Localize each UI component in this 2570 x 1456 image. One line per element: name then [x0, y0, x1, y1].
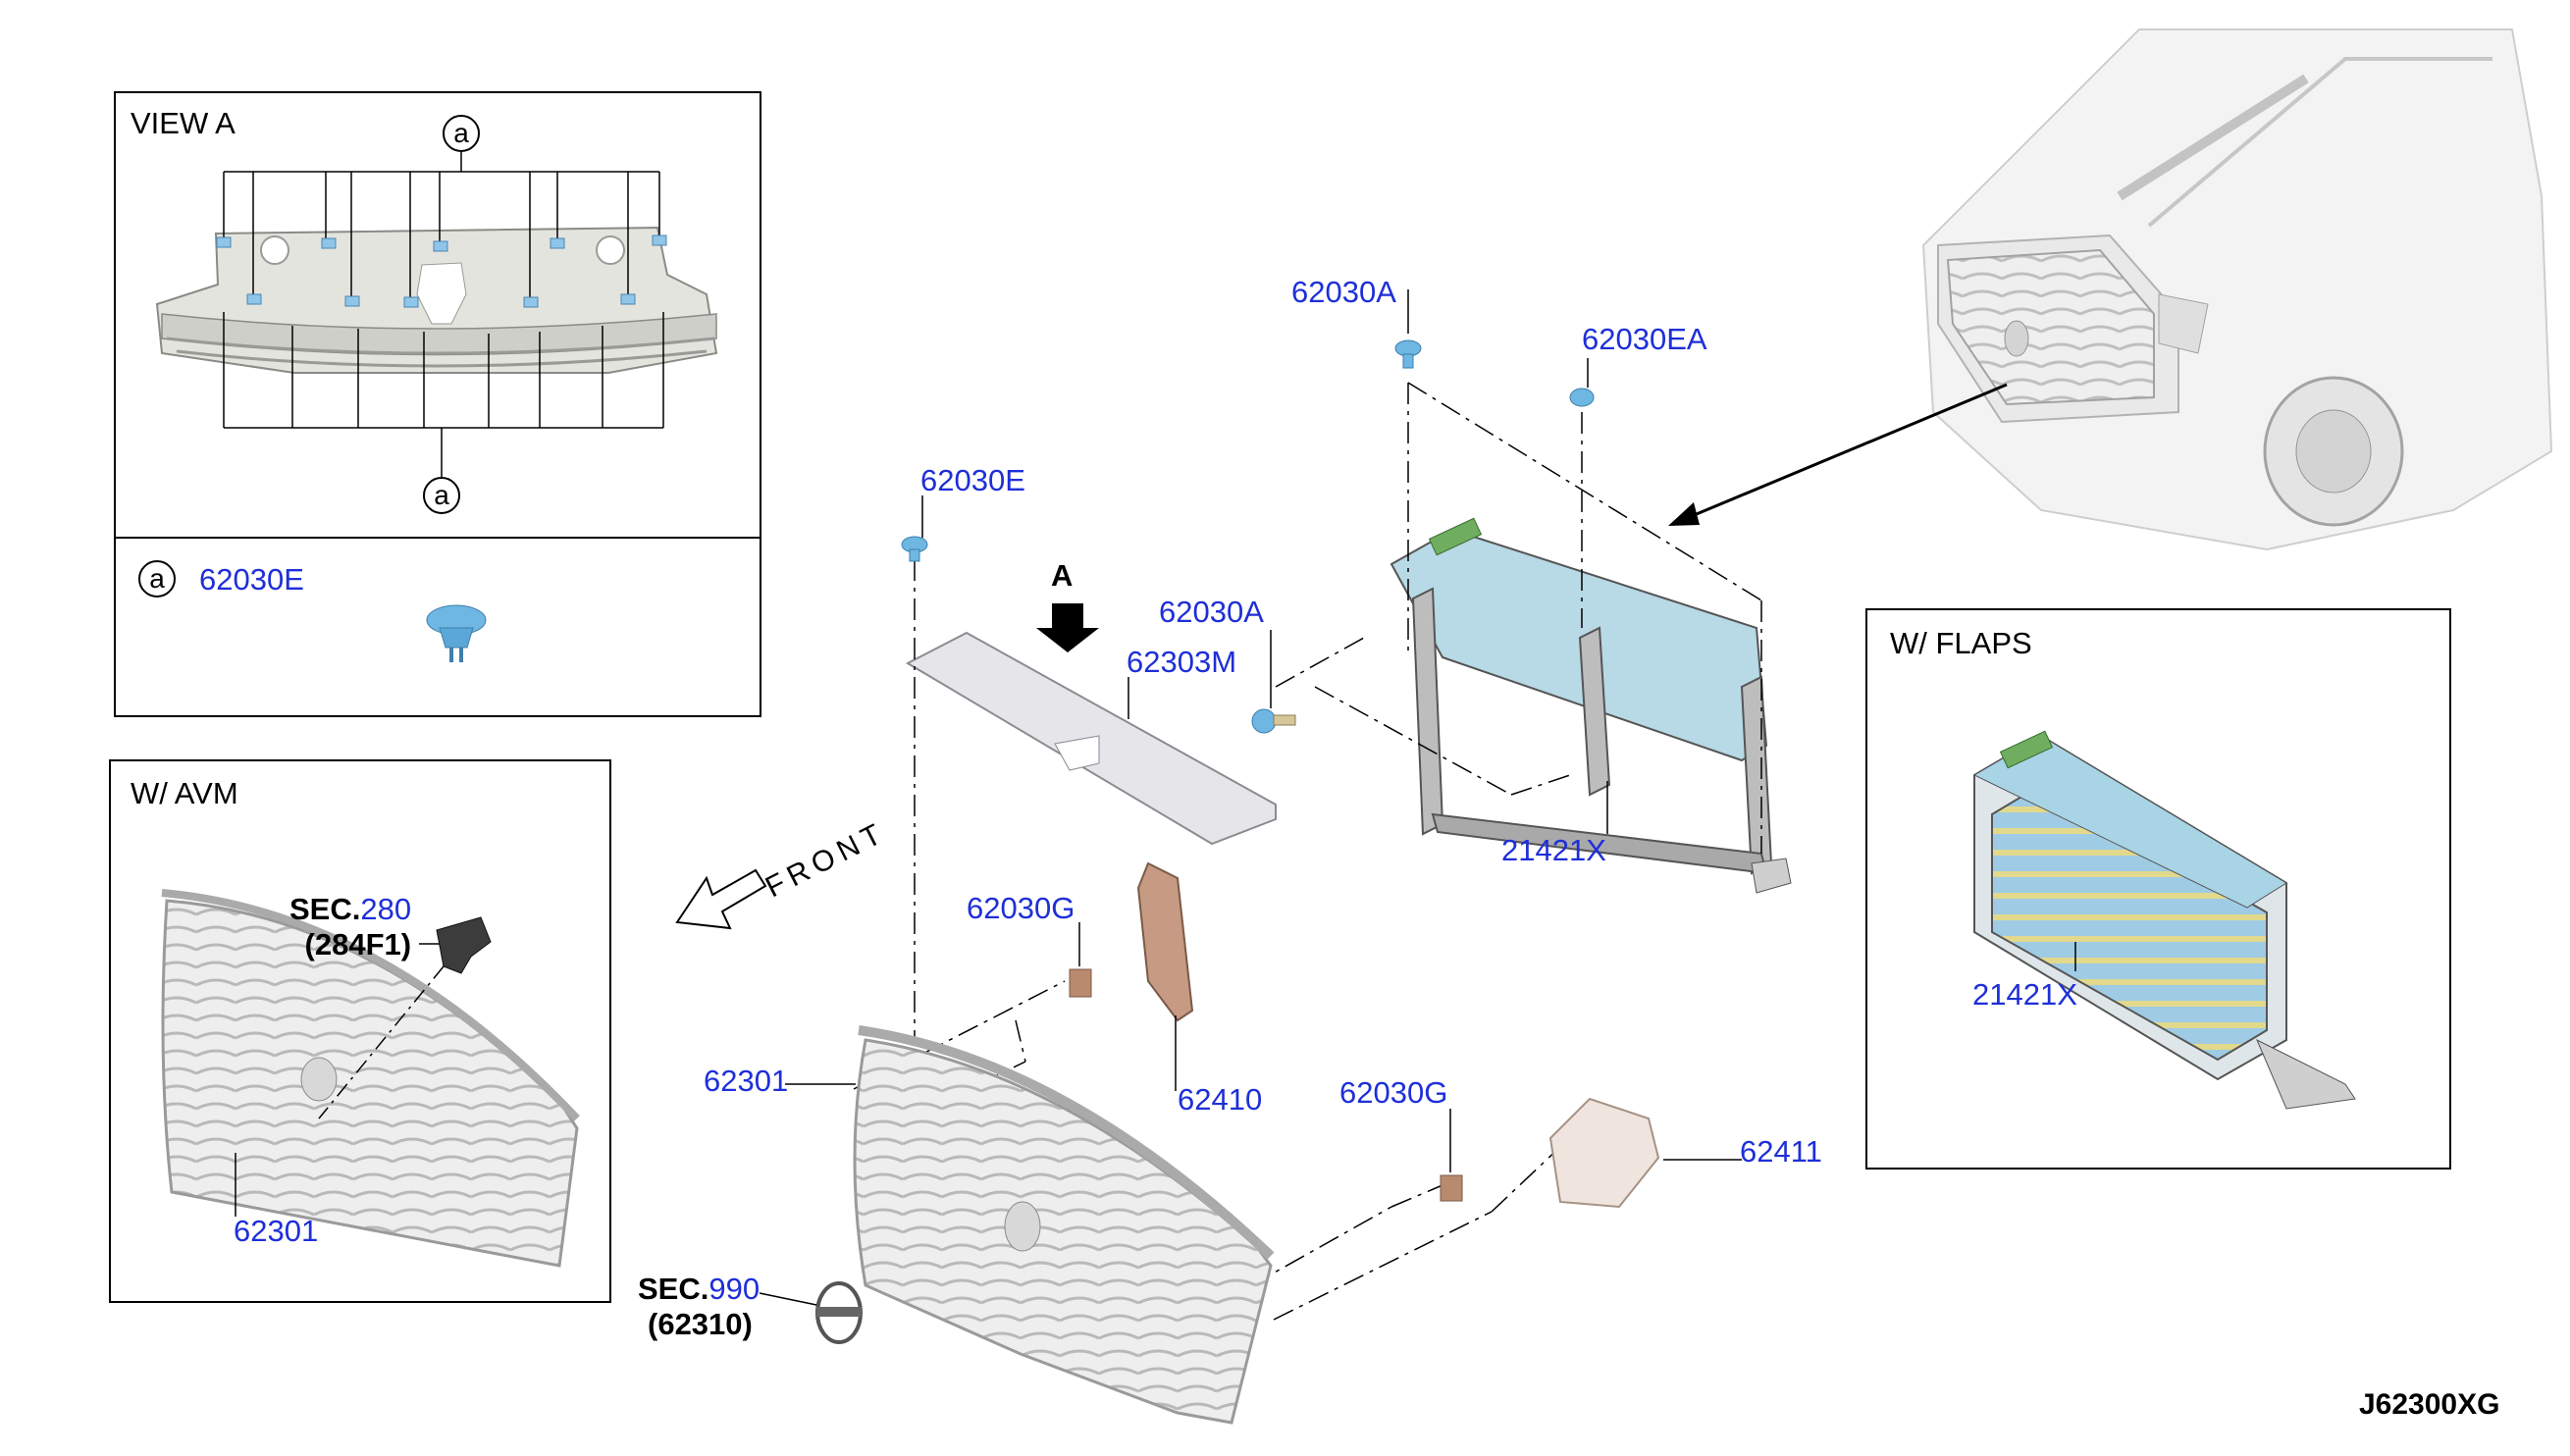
seal-right-art [1548, 1097, 1742, 1209]
part-number-62301-avm[interactable]: 62301 [234, 1214, 319, 1248]
callout-a-bottom: a [423, 477, 460, 514]
main-grille-art [853, 1025, 1275, 1425]
sec-number: 990 [708, 1272, 761, 1306]
w-avm-title: W/ AVM [131, 776, 238, 810]
clip-art [901, 289, 1595, 1202]
sec-280-reference[interactable]: SEC.280 (284F1) [289, 892, 411, 962]
sec-prefix: SEC. [638, 1272, 709, 1306]
w-flaps-title: W/ FLAPS [1890, 626, 2032, 660]
view-a-panel [114, 91, 761, 717]
diagram-code: J62300XG [2359, 1388, 2500, 1421]
w-flaps-panel [1865, 608, 2451, 1170]
part-number-62410[interactable]: 62410 [1178, 1082, 1263, 1117]
part-number-62303m[interactable]: 62303M [1127, 645, 1237, 679]
part-number-62030e-legend[interactable]: 62030E [199, 562, 304, 597]
sec-prefix: SEC. [289, 892, 361, 926]
sec-990-reference[interactable]: SEC.990 (62310) [638, 1272, 760, 1341]
part-number-62030a-top[interactable]: 62030A [1291, 275, 1396, 309]
seal-left-art [1136, 861, 1194, 1091]
part-number-62030g-left[interactable]: 62030G [967, 891, 1075, 925]
emblem-art [759, 1281, 863, 1344]
part-number-62301[interactable]: 62301 [704, 1064, 789, 1098]
part-number-62030g-right[interactable]: 62030G [1339, 1075, 1448, 1110]
vehicle-illustration [1921, 28, 2553, 551]
sec-sub: (284F1) [304, 926, 412, 962]
view-a-arrow-label: A [1051, 558, 1074, 593]
w-avm-panel [109, 759, 611, 1303]
part-number-21421x[interactable]: 21421X [1501, 833, 1606, 867]
view-a-arrow-icon [1036, 603, 1099, 652]
sec-sub: (62310) [648, 1306, 753, 1341]
part-number-62411[interactable]: 62411 [1740, 1134, 1822, 1169]
front-arrow-icon [675, 868, 767, 930]
callout-a-top: a [443, 115, 480, 152]
part-number-62030e[interactable]: 62030E [920, 463, 1025, 497]
radiator-support-art [1390, 517, 1792, 894]
part-number-21421x-flaps[interactable]: 21421X [1972, 977, 2077, 1012]
view-a-title: VIEW A [131, 106, 236, 140]
part-number-62030ea[interactable]: 62030EA [1582, 322, 1707, 356]
part-number-62030a-side[interactable]: 62030A [1159, 595, 1264, 629]
upper-cover-art [905, 631, 1277, 846]
callout-a-legend: a [138, 560, 176, 598]
sec-number: 280 [360, 892, 412, 926]
